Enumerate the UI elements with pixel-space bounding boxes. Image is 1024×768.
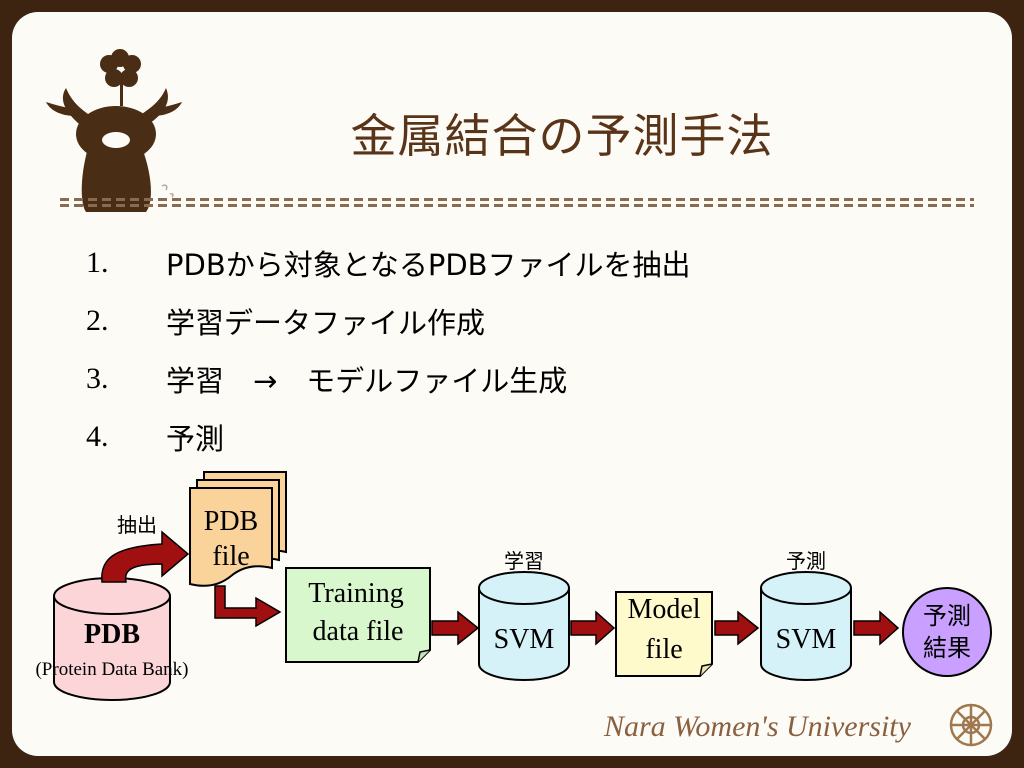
step-item: 4. 予測 — [86, 408, 691, 466]
predict-label: 予測 — [786, 549, 826, 573]
model-file: Model file — [615, 591, 713, 677]
university-name: Nara Women's University — [604, 710, 911, 743]
step-text: PDBから対象となるPDBファイルを抽出 — [166, 248, 691, 282]
learn-label: 学習 — [504, 549, 544, 573]
svm-prediction-cylinder: SVM — [760, 571, 852, 681]
pdb-database-label: PDB — [84, 619, 140, 650]
university-crest-icon — [949, 703, 993, 747]
extract-arrow-icon — [101, 530, 190, 583]
step-text: 学習データファイル作成 — [166, 306, 486, 340]
result-label-line2: 結果 — [923, 634, 971, 662]
svm-prediction-label: SVM — [776, 624, 837, 655]
prediction-result-circle: 予測 結果 — [902, 587, 992, 677]
step-text: 予測 — [166, 422, 225, 456]
pdb-file-label-line1: PDB — [204, 506, 258, 537]
step-number: 3. — [86, 362, 109, 395]
title-divider — [60, 198, 974, 207]
step-text: 学習 → モデルファイル生成 — [166, 364, 568, 398]
step-number: 1. — [86, 246, 109, 279]
step-item: 2. 学習データファイル作成 — [86, 292, 691, 350]
pdb-file-label-line2: file — [212, 541, 249, 572]
pipeline-diagram: PDB (Protein Data Bank) 抽出 PDB file Trai… — [35, 471, 992, 701]
pdb-database-cylinder: PDB (Protein Data Bank) — [35, 577, 189, 701]
arrow-right-icon — [431, 610, 480, 646]
arrow-right-icon — [853, 610, 900, 646]
pdb-database-subtitle: (Protein Data Bank) — [35, 659, 188, 680]
slide-title: 金属結合の予測手法 — [350, 109, 774, 163]
elbow-arrow-icon — [214, 585, 282, 628]
deer-mascot-icon — [46, 49, 182, 212]
slide: 金属結合の予測手法 1. PDBから対象となるPDBファイルを抽出 2. 学習デ… — [12, 12, 1012, 756]
extract-label: 抽出 — [117, 513, 157, 537]
arrow-right-icon — [714, 610, 760, 646]
model-file-label-line2: file — [645, 634, 682, 665]
training-data-file: Training data file — [285, 567, 431, 663]
arrow-right-icon — [570, 610, 616, 646]
step-item: 3. 学習 → モデルファイル生成 — [86, 350, 691, 408]
step-number: 2. — [86, 304, 109, 337]
training-file-label-line1: Training — [308, 578, 403, 609]
step-list: 1. PDBから対象となるPDBファイルを抽出 2. 学習データファイル作成 3… — [86, 234, 691, 466]
result-label-line1: 予測 — [923, 602, 971, 630]
model-file-label-line1: Model — [627, 594, 700, 625]
svm-learning-label: SVM — [494, 624, 555, 655]
step-number: 4. — [86, 420, 109, 453]
training-file-label-line2: data file — [313, 616, 404, 647]
step-item: 1. PDBから対象となるPDBファイルを抽出 — [86, 234, 691, 292]
pdb-file-stack: PDB file — [189, 471, 287, 587]
svm-learning-cylinder: SVM — [478, 571, 570, 681]
